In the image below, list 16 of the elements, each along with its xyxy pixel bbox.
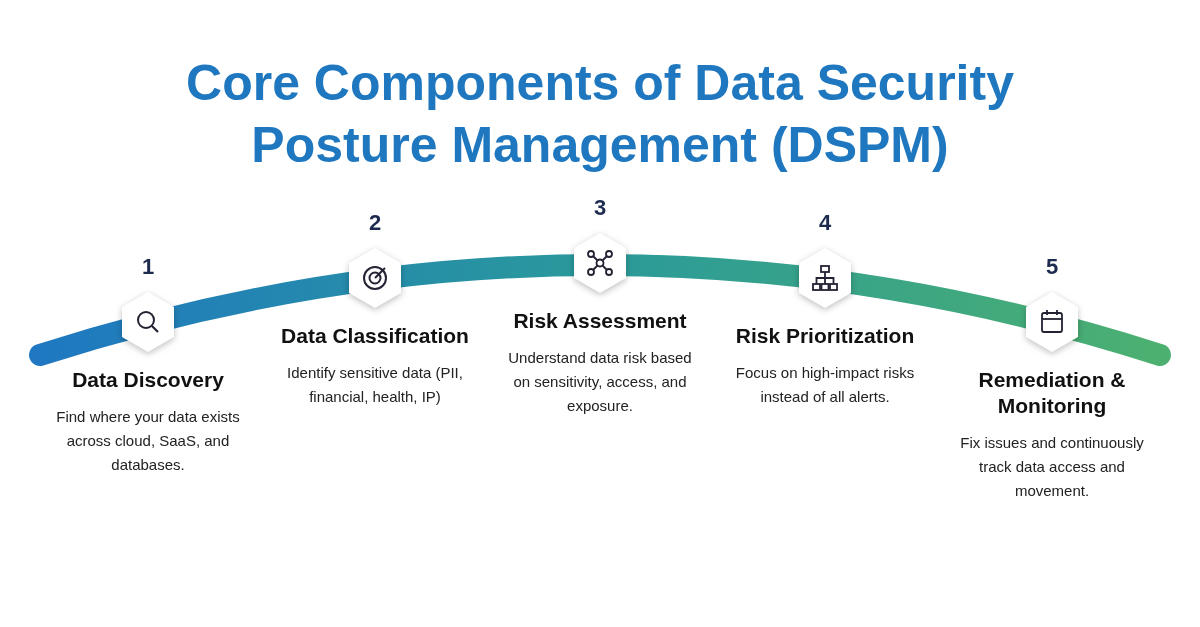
step-title: Data Discovery (72, 366, 224, 393)
title: Core Components of Data Security Posture Management (DSPM) (185, 54, 1015, 175)
step-title: Risk Assessment (513, 308, 687, 334)
step-number: 5 (1045, 252, 1059, 281)
step-description: Find where your data exists across cloud, SaaS, and databases. (55, 406, 241, 475)
step-number: 2 (368, 208, 382, 237)
step-description: Understand data risk based on sensitivity, access, and exposure. (507, 348, 693, 416)
step-number: 4 (818, 208, 832, 237)
step-description: Focus on high-impact risks instead of all alerts. (734, 362, 916, 407)
step-title: Risk Prioritization (735, 322, 915, 349)
step-description: Identify sensitive data (PII, financial, health, IP) (286, 362, 464, 407)
step-number: 3 (593, 194, 607, 222)
step-description: Fix issues and continuously track data access and movement. (959, 432, 1145, 501)
step-number: 1 (141, 252, 155, 281)
step-title: Data Classification (281, 322, 469, 349)
step-title: Remediation & Monitoring (977, 366, 1127, 419)
